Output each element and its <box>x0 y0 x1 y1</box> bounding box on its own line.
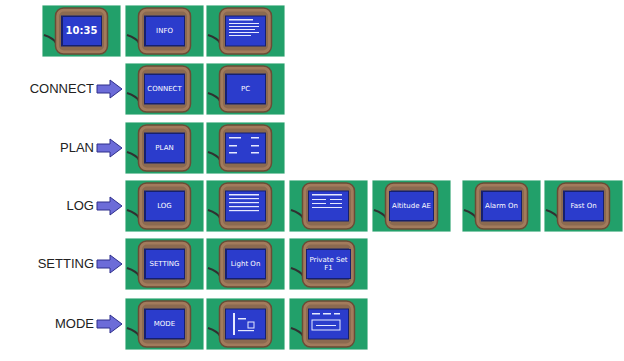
device-screen: INFO <box>145 16 185 46</box>
row-label: PLAN <box>2 140 94 156</box>
device-photo <box>125 122 204 174</box>
screen-text: Alarm On <box>485 202 518 210</box>
device-photo <box>206 298 285 350</box>
device-photo <box>289 180 368 232</box>
device-photo <box>206 122 285 174</box>
screen-text: F1 <box>324 264 332 272</box>
screen-text: PLAN <box>155 144 173 152</box>
device-photo <box>125 5 204 57</box>
device-photo <box>42 5 121 57</box>
device-screen: PLAN <box>145 133 185 163</box>
screen-text: Altitude AE <box>392 202 431 210</box>
screen-text: SETTING <box>149 260 179 268</box>
row-label: LOG <box>2 198 94 214</box>
screen-text: PC <box>241 85 250 93</box>
device-photo <box>544 180 623 232</box>
device-screen: PC <box>226 74 266 104</box>
device-photo <box>206 5 285 57</box>
screen-detail <box>312 194 342 208</box>
device-photo <box>206 238 285 290</box>
device-photo <box>125 180 204 232</box>
screen-text: CONNECT <box>147 85 181 93</box>
row-label: CONNECT <box>2 81 94 97</box>
device-photo <box>289 238 368 290</box>
device-screen: SETTING <box>145 249 185 279</box>
row-arrow <box>97 80 122 333</box>
device-photo <box>462 180 541 232</box>
screen-detail <box>233 313 254 335</box>
row-label: SETTING <box>2 256 94 272</box>
device-screen: LOG <box>145 191 185 221</box>
screen-detail <box>312 313 340 330</box>
screen-text: Light On <box>231 260 261 268</box>
device-screen: MODE <box>145 309 185 339</box>
device-photo <box>206 63 285 115</box>
device-photo <box>125 298 204 350</box>
row-label: MODE <box>2 316 94 332</box>
screen-detail <box>229 137 259 154</box>
screen-text: LOG <box>157 202 172 210</box>
device-photo <box>372 180 451 232</box>
device-photo <box>125 238 204 290</box>
screen-text: Private Set <box>309 256 347 264</box>
device-screen: CONNECT <box>144 74 185 104</box>
screen-text: 10:35 <box>66 25 98 37</box>
device-screen: Private SetF1 <box>306 249 351 279</box>
device-screen: Light On <box>226 249 266 279</box>
screen-detail <box>229 194 259 211</box>
device-screen: 10:35 <box>62 16 102 46</box>
device-screen: Fast On <box>564 191 604 221</box>
screen-text: Fast On <box>570 202 596 210</box>
device-screen: Altitude AE <box>389 191 434 221</box>
screen-detail <box>229 19 259 36</box>
device-photo <box>206 180 285 232</box>
device-photo <box>125 63 204 115</box>
device-photo <box>289 298 368 350</box>
device-screen: Alarm On <box>482 191 522 221</box>
screen-text: INFO <box>156 27 173 35</box>
screen-text: MODE <box>154 320 175 328</box>
